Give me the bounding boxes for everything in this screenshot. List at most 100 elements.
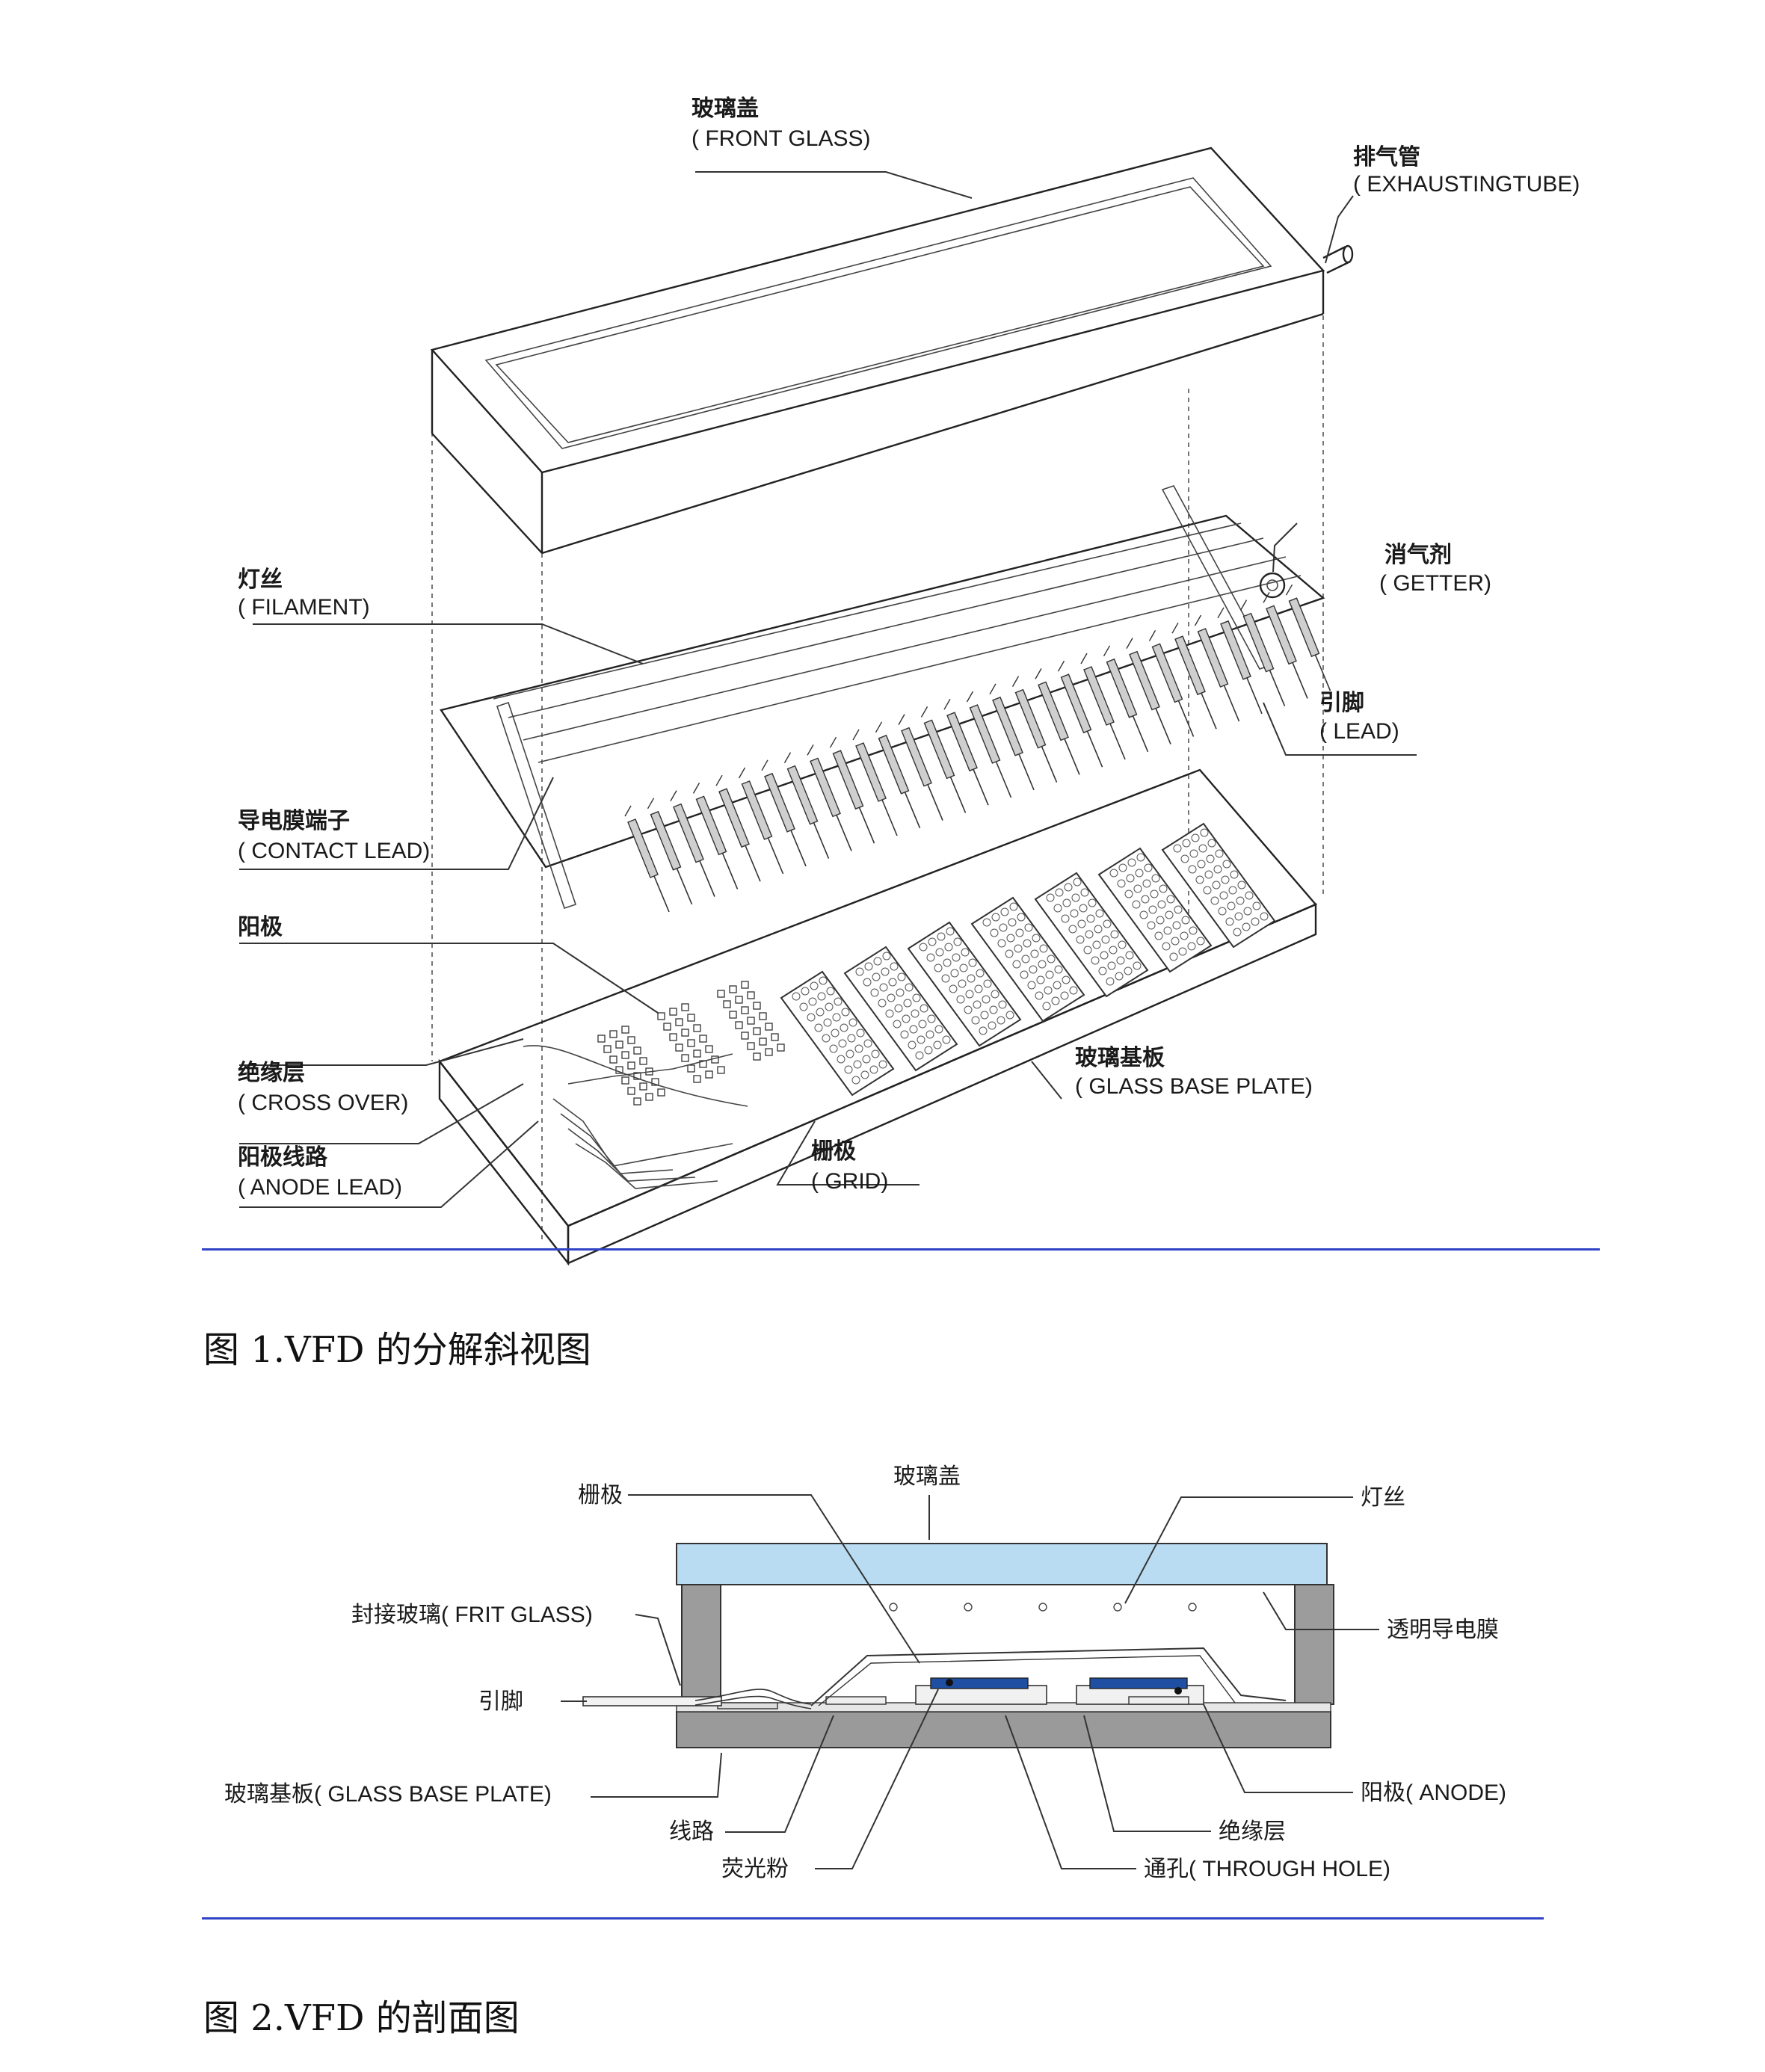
phosphor-right	[1089, 1677, 1188, 1689]
label-filament-cn: 灯丝	[238, 567, 283, 593]
lead	[761, 759, 807, 867]
lead	[692, 783, 739, 889]
lead	[1057, 660, 1103, 768]
lead	[943, 698, 989, 806]
figure2-leaders	[561, 1494, 1379, 1869]
grid-panel	[843, 946, 958, 1072]
figure1-caption: 图 1.VFD 的分解斜视图	[203, 1329, 591, 1371]
anode-dot	[645, 1093, 653, 1101]
right-frit-wall	[1294, 1584, 1334, 1705]
lead	[1194, 614, 1240, 722]
anode-dot	[747, 1017, 755, 1025]
anode-dot	[633, 1046, 641, 1055]
anode-dot	[747, 1042, 755, 1050]
filament-wire-dot	[889, 1603, 898, 1612]
label-wiring: 线路	[669, 1819, 714, 1844]
anode-dot	[693, 1049, 701, 1058]
label-getter-cn: 消气剂	[1384, 542, 1452, 568]
anode-dot	[633, 1097, 641, 1106]
label-filament-en: ( FILAMENT)	[238, 595, 370, 620]
grid-mesh-panels	[780, 822, 1276, 1097]
label-cross-over-en: ( CROSS OVER)	[238, 1091, 408, 1115]
label-lead-en: ( LEAD)	[1319, 719, 1399, 744]
anode-dot	[681, 1054, 689, 1062]
label-grid-cn: 栅极	[811, 1138, 856, 1165]
phosphor-left	[930, 1677, 1029, 1689]
label-contact-lead-en: ( CONTACT LEAD)	[238, 839, 430, 863]
lead	[898, 714, 943, 821]
anode-dot	[651, 1078, 659, 1086]
anode-lead-wiring	[523, 1045, 748, 1189]
anode-dot	[765, 1048, 773, 1056]
label-insulation: 绝缘层	[1219, 1819, 1286, 1844]
anode-dot	[609, 1055, 617, 1064]
anode-dot	[621, 1076, 629, 1085]
cross-section-body	[582, 1543, 1334, 1748]
anode-dot	[777, 1043, 785, 1052]
anode-dot	[699, 1035, 707, 1043]
anode-dot	[669, 1008, 677, 1016]
filament-wire-dot	[1038, 1603, 1047, 1612]
anode-dot	[681, 1003, 689, 1011]
label-phosphor: 荧光粉	[721, 1857, 789, 1881]
lead	[670, 790, 715, 897]
anode-dot	[753, 1002, 761, 1010]
getter	[1259, 572, 1286, 599]
anode-dot	[759, 1012, 767, 1020]
anode-dot	[705, 1045, 713, 1053]
anode-dot	[627, 1061, 635, 1070]
anode-dot	[603, 1045, 612, 1053]
anode-dot	[693, 1024, 701, 1032]
lead	[647, 798, 693, 905]
anode-dot	[657, 1012, 665, 1020]
anode-dot	[693, 1075, 701, 1083]
label-exhaust-en: ( EXHAUSTINGTUBE)	[1353, 172, 1580, 197]
label-anode-cn: 阳极	[238, 914, 283, 940]
figure2-caption: 图 2.VFD 的剖面图	[203, 1997, 520, 2039]
anode-dot	[675, 1043, 683, 1052]
grid-panel	[1161, 822, 1276, 949]
insulation-strip	[676, 1702, 1331, 1712]
anode-dot	[723, 1000, 731, 1008]
anode-dot	[657, 1088, 665, 1097]
grid-panel	[970, 896, 1085, 1023]
anode-dot	[735, 996, 743, 1004]
front-glass-cover	[676, 1543, 1328, 1585]
grid-panel	[1097, 847, 1213, 973]
lead	[875, 721, 921, 829]
grid-panel	[1034, 872, 1149, 998]
anode-dot	[627, 1036, 635, 1044]
lead	[852, 729, 898, 836]
grid-wire	[810, 1647, 1287, 1706]
anode-dot	[717, 990, 725, 998]
filament-plate	[440, 514, 1325, 869]
exhaust-tube	[1322, 244, 1354, 274]
lead	[1285, 584, 1331, 691]
anode-dot	[621, 1051, 629, 1059]
anode-dot	[753, 1052, 761, 1061]
anode-dot	[765, 1023, 773, 1031]
label-front-glass-cn: 玻璃盖	[691, 96, 759, 122]
label-front-glass-en: ( FRONT GLASS)	[691, 126, 870, 151]
anode-dot	[753, 1027, 761, 1035]
anode-dot	[699, 1060, 707, 1068]
anode-dot	[741, 1032, 749, 1040]
anode-dot	[639, 1082, 647, 1091]
label-transparent-film: 透明导电膜	[1387, 1618, 1499, 1642]
glass-base-plate	[438, 768, 1317, 1266]
lead	[1080, 653, 1126, 760]
filament-wire-dot	[1113, 1603, 1122, 1612]
callout-leaders	[239, 171, 1417, 1208]
label-lead-cn: 引脚	[1319, 690, 1364, 716]
label-contact-lead-cn: 导电膜端子	[238, 808, 350, 834]
grid-panel	[780, 970, 895, 1097]
label-through-hole: 通孔( THROUGH HOLE)	[1144, 1857, 1390, 1881]
anode-dot	[597, 1035, 606, 1043]
figure2-divider	[202, 1917, 1544, 1920]
anode-dot-patterns	[597, 981, 785, 1106]
anode-dot	[717, 1066, 725, 1074]
grid-panel	[907, 921, 1022, 1047]
filament-wire-dot	[1188, 1603, 1197, 1612]
figure1-exploded-view: 玻璃盖 ( FRONT GLASS) 排气管 ( EXHAUSTINGTUBE)…	[238, 96, 1580, 1266]
